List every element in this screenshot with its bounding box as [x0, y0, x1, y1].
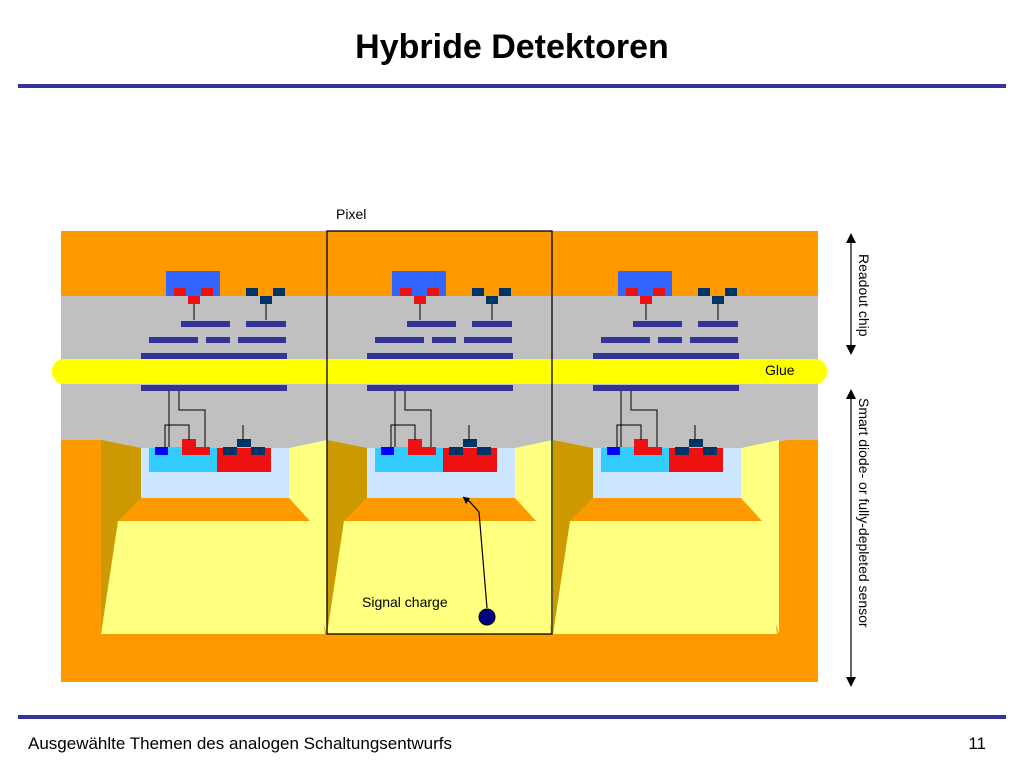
transistor-gate: [463, 439, 477, 447]
bump-bond: [653, 288, 665, 296]
depleted-sensor-region: [327, 521, 551, 634]
metal-layer-line: [472, 321, 512, 327]
contact: [182, 447, 196, 455]
sensor-label: Smart diode- or fully-depleted sensor: [856, 398, 872, 628]
metal-layer-line: [367, 353, 513, 359]
bump-bond: [640, 296, 652, 304]
via-wire: [616, 424, 642, 447]
readout-chip-label: Readout chip: [856, 254, 872, 337]
contact: [408, 447, 422, 455]
bump-bond: [260, 296, 272, 304]
metal-layer-line: [633, 321, 682, 327]
bump-bond: [273, 288, 285, 296]
bump-bond: [400, 288, 412, 296]
depletion-edge: [118, 498, 310, 521]
readout-chip-upper: [61, 296, 818, 360]
sensor-dimension-arrow: [846, 389, 856, 687]
contact: [251, 447, 265, 455]
pixel-label: Pixel: [336, 206, 366, 222]
bump-bond: [712, 296, 724, 304]
metal-layer-line: [141, 353, 287, 359]
contact: [381, 447, 394, 455]
via-wire: [390, 424, 416, 447]
footer-course-title: Ausgewählte Themen des analogen Schaltun…: [28, 734, 453, 753]
contact: [477, 447, 491, 455]
signal-path-line: [478, 511, 488, 609]
contact: [168, 447, 182, 455]
bump-bond: [188, 296, 200, 304]
transistor-gate: [689, 439, 703, 447]
contact: [634, 447, 648, 455]
readout-chip-dimension-arrow: [846, 233, 856, 355]
metal-layer-line: [698, 321, 738, 327]
metal-layer-line: [141, 385, 287, 391]
bump-bond: [427, 288, 439, 296]
depleted-sensor-region: [101, 521, 325, 634]
depleted-sensor-region: [553, 521, 777, 634]
contact: [196, 447, 210, 455]
bump-bond: [201, 288, 213, 296]
glue-label: Glue: [765, 362, 795, 378]
contact: [155, 447, 168, 455]
metal-layer-line: [367, 385, 513, 391]
top-divider: [18, 84, 1006, 88]
page-number: 11: [968, 734, 986, 753]
metal-layer-line: [601, 337, 650, 343]
metal-layer-line: [238, 337, 286, 343]
transistor-gate: [408, 439, 422, 447]
pixel-frame: [326, 230, 553, 635]
bump-bond: [472, 288, 484, 296]
metal-layer-line: [432, 337, 456, 343]
bump-bond: [486, 296, 498, 304]
contact: [394, 447, 408, 455]
contact: [703, 447, 717, 455]
slide-title: Hybride Detektoren: [355, 28, 669, 66]
bump-bond: [626, 288, 638, 296]
metal-layer-line: [658, 337, 682, 343]
bump-bond: [414, 296, 426, 304]
via-wire: [178, 388, 206, 447]
signal-arrowhead: [463, 497, 470, 504]
readout-chip-lower: [61, 384, 818, 448]
bottom-divider: [18, 715, 1006, 719]
contact: [648, 447, 662, 455]
contact: [620, 447, 634, 455]
metal-layer-line: [246, 321, 286, 327]
metal-layer-line: [593, 353, 739, 359]
metal-layer-line: [690, 337, 738, 343]
metal-layer-line: [206, 337, 230, 343]
via-wire: [164, 424, 190, 447]
metal-layer-line: [407, 321, 456, 327]
depletion-edge: [570, 498, 762, 521]
depletion-edge: [344, 498, 536, 521]
via-wire: [630, 388, 658, 447]
contact: [675, 447, 689, 455]
transistor-gate: [182, 439, 196, 447]
bump-bond: [246, 288, 258, 296]
contact: [223, 447, 237, 455]
metal-layer-line: [375, 337, 424, 343]
bump-bond: [499, 288, 511, 296]
metal-layer-line: [149, 337, 198, 343]
bump-bond: [725, 288, 737, 296]
metal-layer-line: [464, 337, 512, 343]
contact: [607, 447, 620, 455]
bump-bond: [174, 288, 186, 296]
contact: [422, 447, 436, 455]
signal-charge-label: Signal charge: [362, 594, 448, 610]
via-wire: [404, 388, 432, 447]
metal-layer-line: [593, 385, 739, 391]
signal-charge-dot: [478, 608, 496, 626]
metal-layer-line: [181, 321, 230, 327]
contact: [449, 447, 463, 455]
transistor-gate: [237, 439, 251, 447]
transistor-gate: [634, 439, 648, 447]
bump-bond: [698, 288, 710, 296]
glue-layer: [52, 359, 827, 384]
